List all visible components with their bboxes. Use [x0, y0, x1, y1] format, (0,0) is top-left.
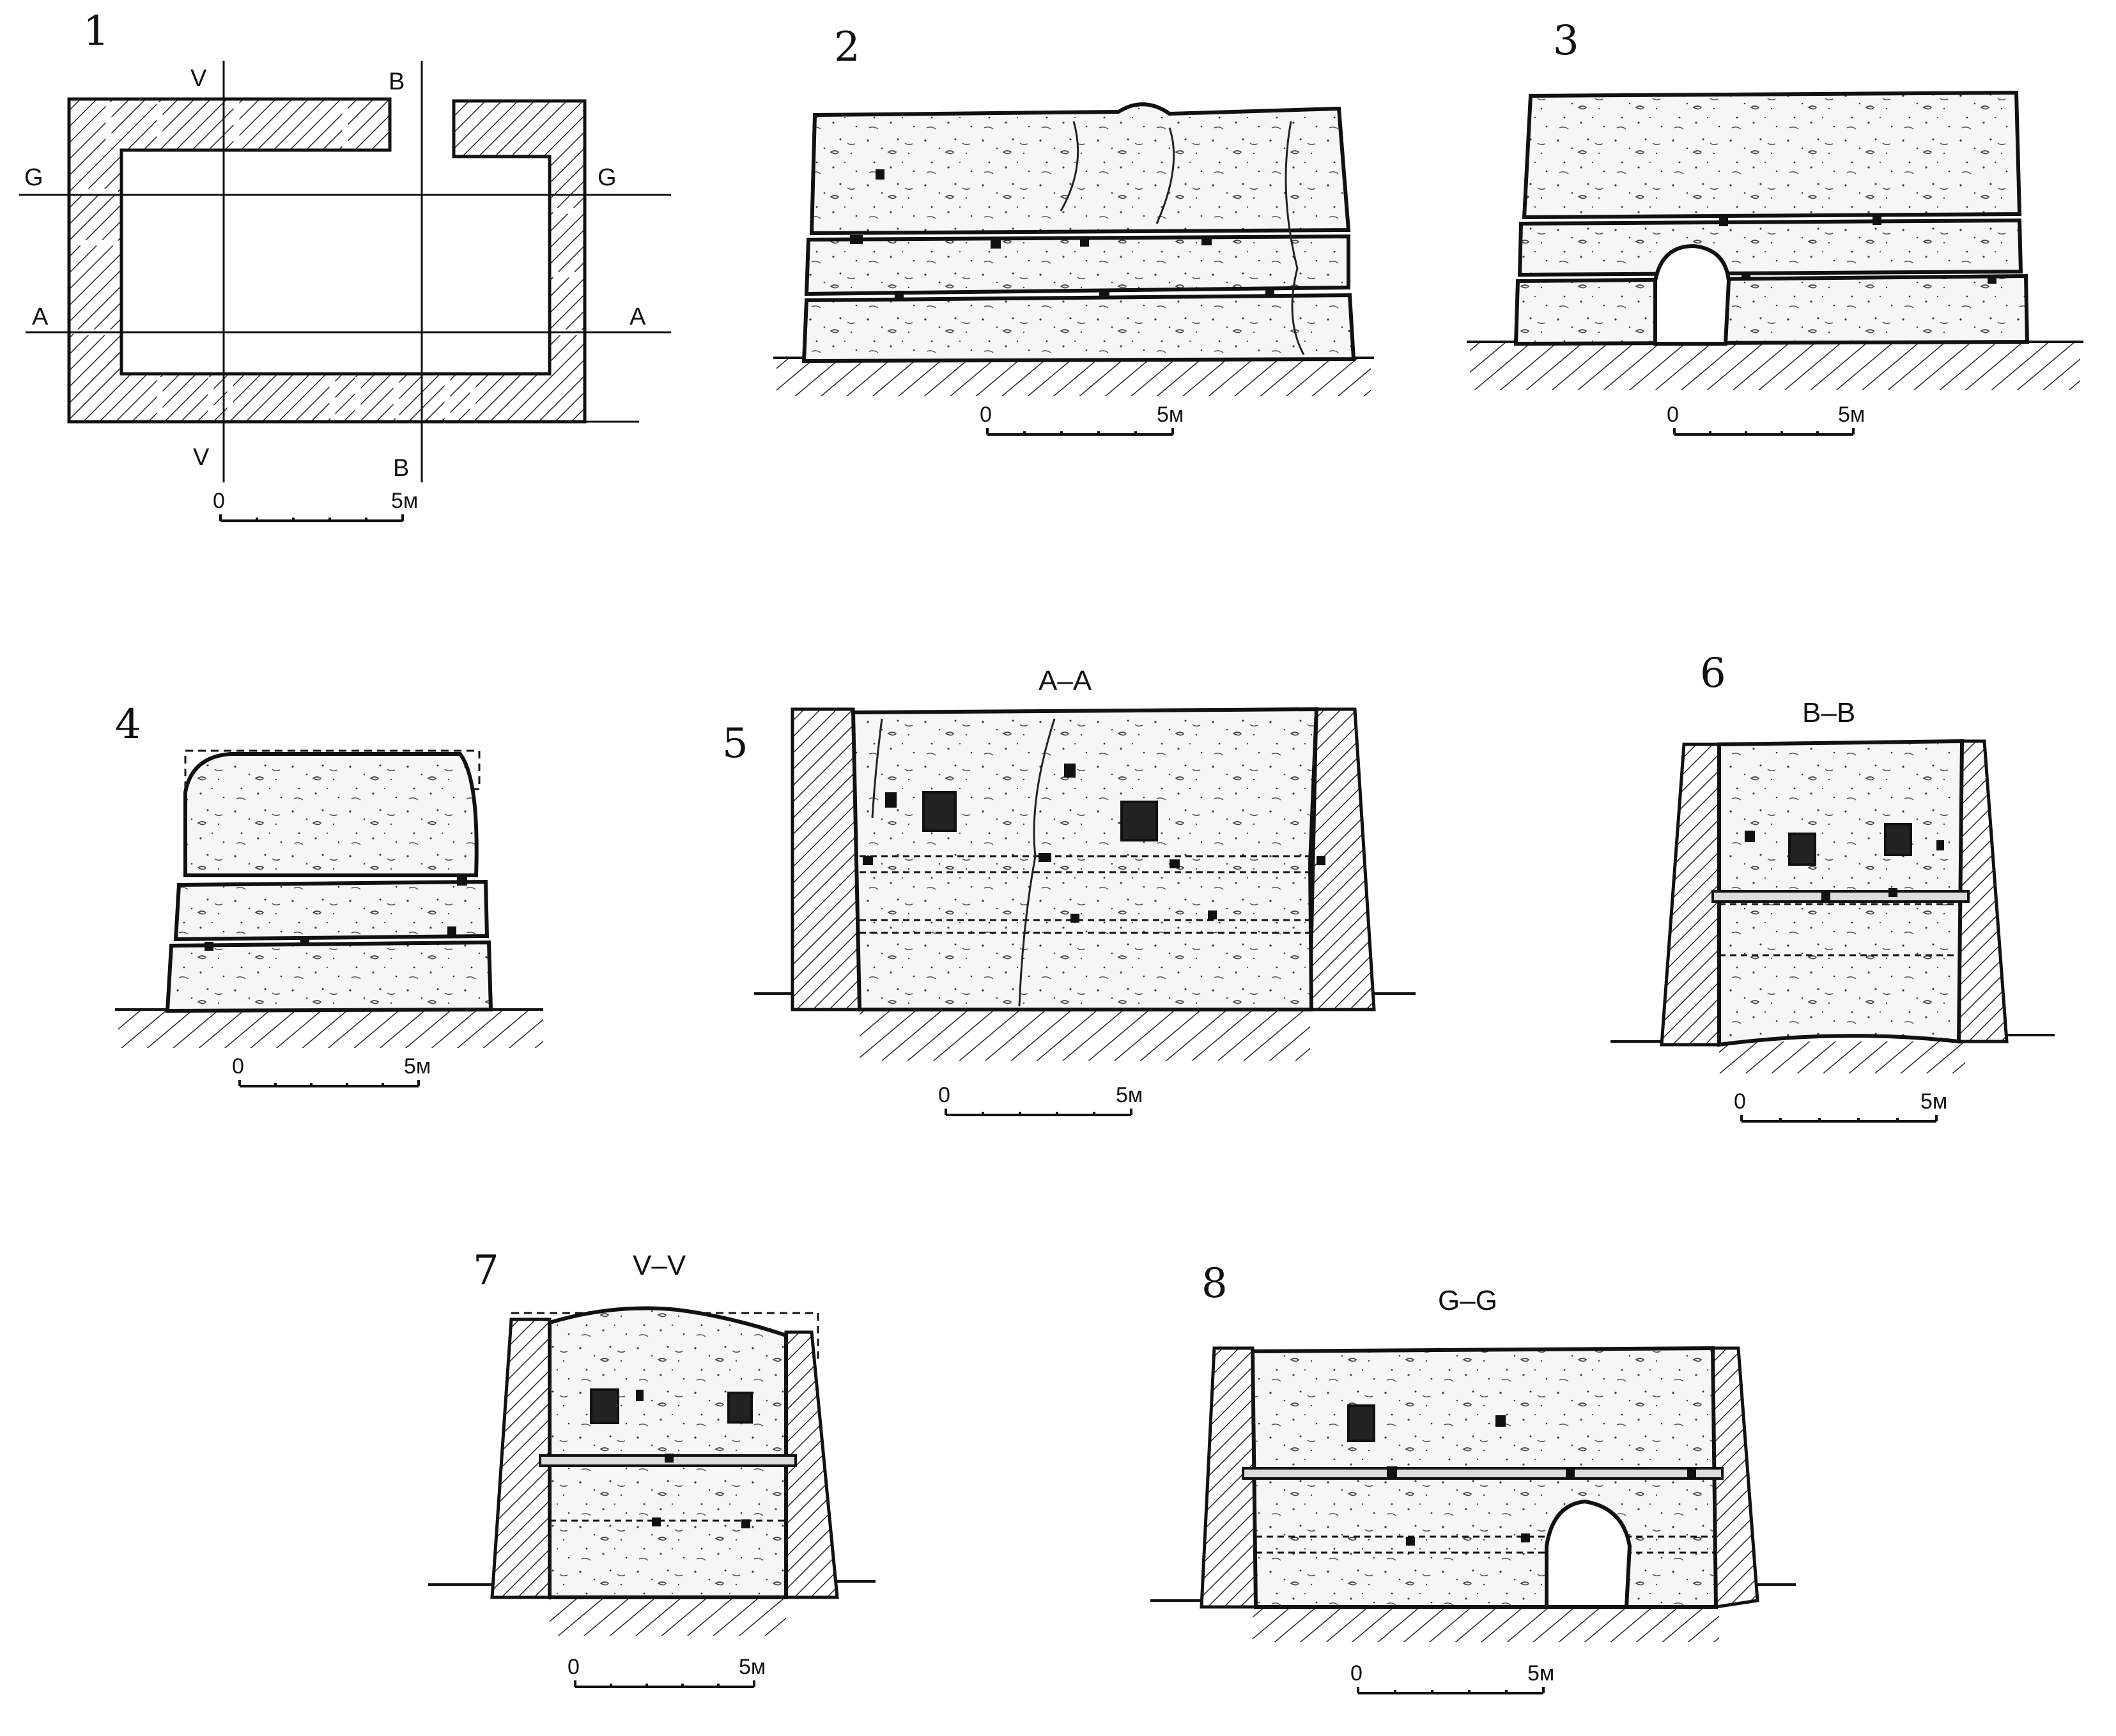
ground-8	[1253, 1607, 1719, 1642]
scale-bar-1: 0 5м	[213, 489, 418, 522]
ground-2	[776, 358, 1371, 396]
figure-number-4: 4	[115, 701, 141, 748]
figure-6-section-b-b: 6 B–B 0 5м	[1610, 650, 2055, 1123]
figure-number-8: 8	[1201, 1260, 1228, 1307]
beam-holes-6	[1745, 831, 1944, 900]
wall-4-bottom	[165, 940, 493, 1013]
scale-bar-4: 0 5м	[232, 1054, 431, 1087]
scale-bar-8: 0 5м	[1350, 1661, 1554, 1694]
figure-2-elevation: 2 0 5м	[773, 24, 1374, 436]
wall-7-face	[548, 1306, 788, 1599]
svg-text:0: 0	[938, 1083, 950, 1107]
beam-holes-3	[1719, 216, 1996, 284]
beam-holes-8	[1387, 1415, 1696, 1546]
window-7-right	[727, 1392, 753, 1424]
svg-text:5м: 5м	[1116, 1083, 1143, 1107]
section-label-b-b: B–B	[1802, 697, 1855, 728]
figure-number-1: 1	[83, 8, 109, 55]
plan-inner-line	[120, 149, 551, 375]
figure-4-elevation: 4 0 5м	[115, 701, 543, 1087]
wall-4-middle	[173, 879, 490, 942]
figure-8-section-g-g: 8 G–G 0 5м	[1150, 1260, 1796, 1694]
wall-3-middle	[1517, 218, 2023, 277]
plan-label-g-left: G	[24, 164, 43, 191]
svg-text:0: 0	[568, 1655, 580, 1679]
window-8	[1347, 1404, 1375, 1442]
plan-label-b-top: B	[389, 68, 405, 95]
figure-1-plan: 1 V V B B G G A A	[19, 8, 671, 522]
figure-3-elevation: 3 0 5м	[1467, 17, 2083, 436]
plan-label-a-right: A	[629, 303, 646, 330]
wall-3-top	[1522, 90, 2022, 220]
doorway-3	[1653, 243, 1731, 346]
plan-label-b-bottom: B	[393, 455, 409, 482]
window-6-right	[1884, 823, 1912, 856]
beam-holes-2	[850, 169, 1274, 300]
figure-number-2: 2	[834, 24, 860, 71]
figure-number-6: 6	[1700, 650, 1726, 697]
svg-text:5м: 5м	[391, 489, 418, 513]
section-label-a-a: A–A	[1039, 665, 1092, 696]
scale-bar-7: 0 5м	[568, 1655, 766, 1688]
window-5-right	[1120, 801, 1158, 841]
plan-label-a-left: A	[32, 303, 49, 330]
wall-3-bottom	[1513, 273, 2030, 346]
window-7-left	[590, 1388, 619, 1424]
wall-2-top	[809, 102, 1351, 236]
svg-text:5м: 5м	[1920, 1089, 1947, 1114]
wall-5-face	[851, 707, 1319, 1011]
svg-text:5м: 5м	[404, 1054, 431, 1079]
plan-label-v-top: V	[190, 65, 207, 92]
svg-text:0: 0	[232, 1054, 244, 1079]
ground-4	[118, 1010, 543, 1048]
svg-text:5м: 5м	[1157, 403, 1184, 427]
figure-number-5: 5	[722, 720, 748, 767]
svg-text:0: 0	[1734, 1089, 1746, 1114]
section-label-v-v: V–V	[633, 1250, 686, 1281]
svg-text:0: 0	[213, 489, 225, 513]
window-6-left	[1788, 833, 1816, 866]
ground-3	[1470, 342, 2080, 390]
scale-bar-5: 0 5м	[938, 1083, 1143, 1116]
ground-5	[860, 1010, 1310, 1061]
svg-text:5м: 5м	[1838, 403, 1865, 427]
figure-5-section-a-a: 5 A–A 0 5м	[722, 665, 1416, 1116]
scale-bar-2: 0 5м	[980, 403, 1184, 436]
wall-4-top	[183, 752, 479, 877]
svg-text:0: 0	[1667, 403, 1679, 427]
wall-section-6-left	[1660, 742, 1721, 1047]
window-5-left	[922, 791, 957, 832]
svg-text:0: 0	[1350, 1661, 1363, 1686]
wall-section-5-left	[791, 707, 861, 1011]
figure-number-3: 3	[1553, 17, 1579, 65]
svg-text:0: 0	[980, 403, 992, 427]
plan-label-g-right: G	[598, 164, 617, 191]
scale-bar-6: 0 5м	[1734, 1089, 1947, 1123]
svg-text:5м: 5м	[1527, 1661, 1554, 1686]
wall-2-middle	[804, 234, 1350, 296]
beam-holes-4	[205, 877, 467, 951]
ground-7	[550, 1597, 786, 1636]
svg-text:5м: 5м	[739, 1655, 766, 1679]
figure-number-7: 7	[473, 1247, 499, 1294]
figure-7-section-v-v: 7 V–V 0 5м	[428, 1247, 876, 1688]
ground-6	[1719, 1041, 1965, 1073]
section-label-g-g: G–G	[1438, 1285, 1497, 1316]
plan-block-joints	[73, 102, 582, 419]
doorway-8	[1545, 1499, 1632, 1609]
beam-holes-7	[636, 1390, 750, 1528]
wall-2-bottom	[801, 293, 1356, 364]
scale-bar-3: 0 5м	[1667, 403, 1865, 436]
beam-holes-5	[863, 764, 1325, 923]
plan-label-v-bottom: V	[193, 444, 210, 471]
